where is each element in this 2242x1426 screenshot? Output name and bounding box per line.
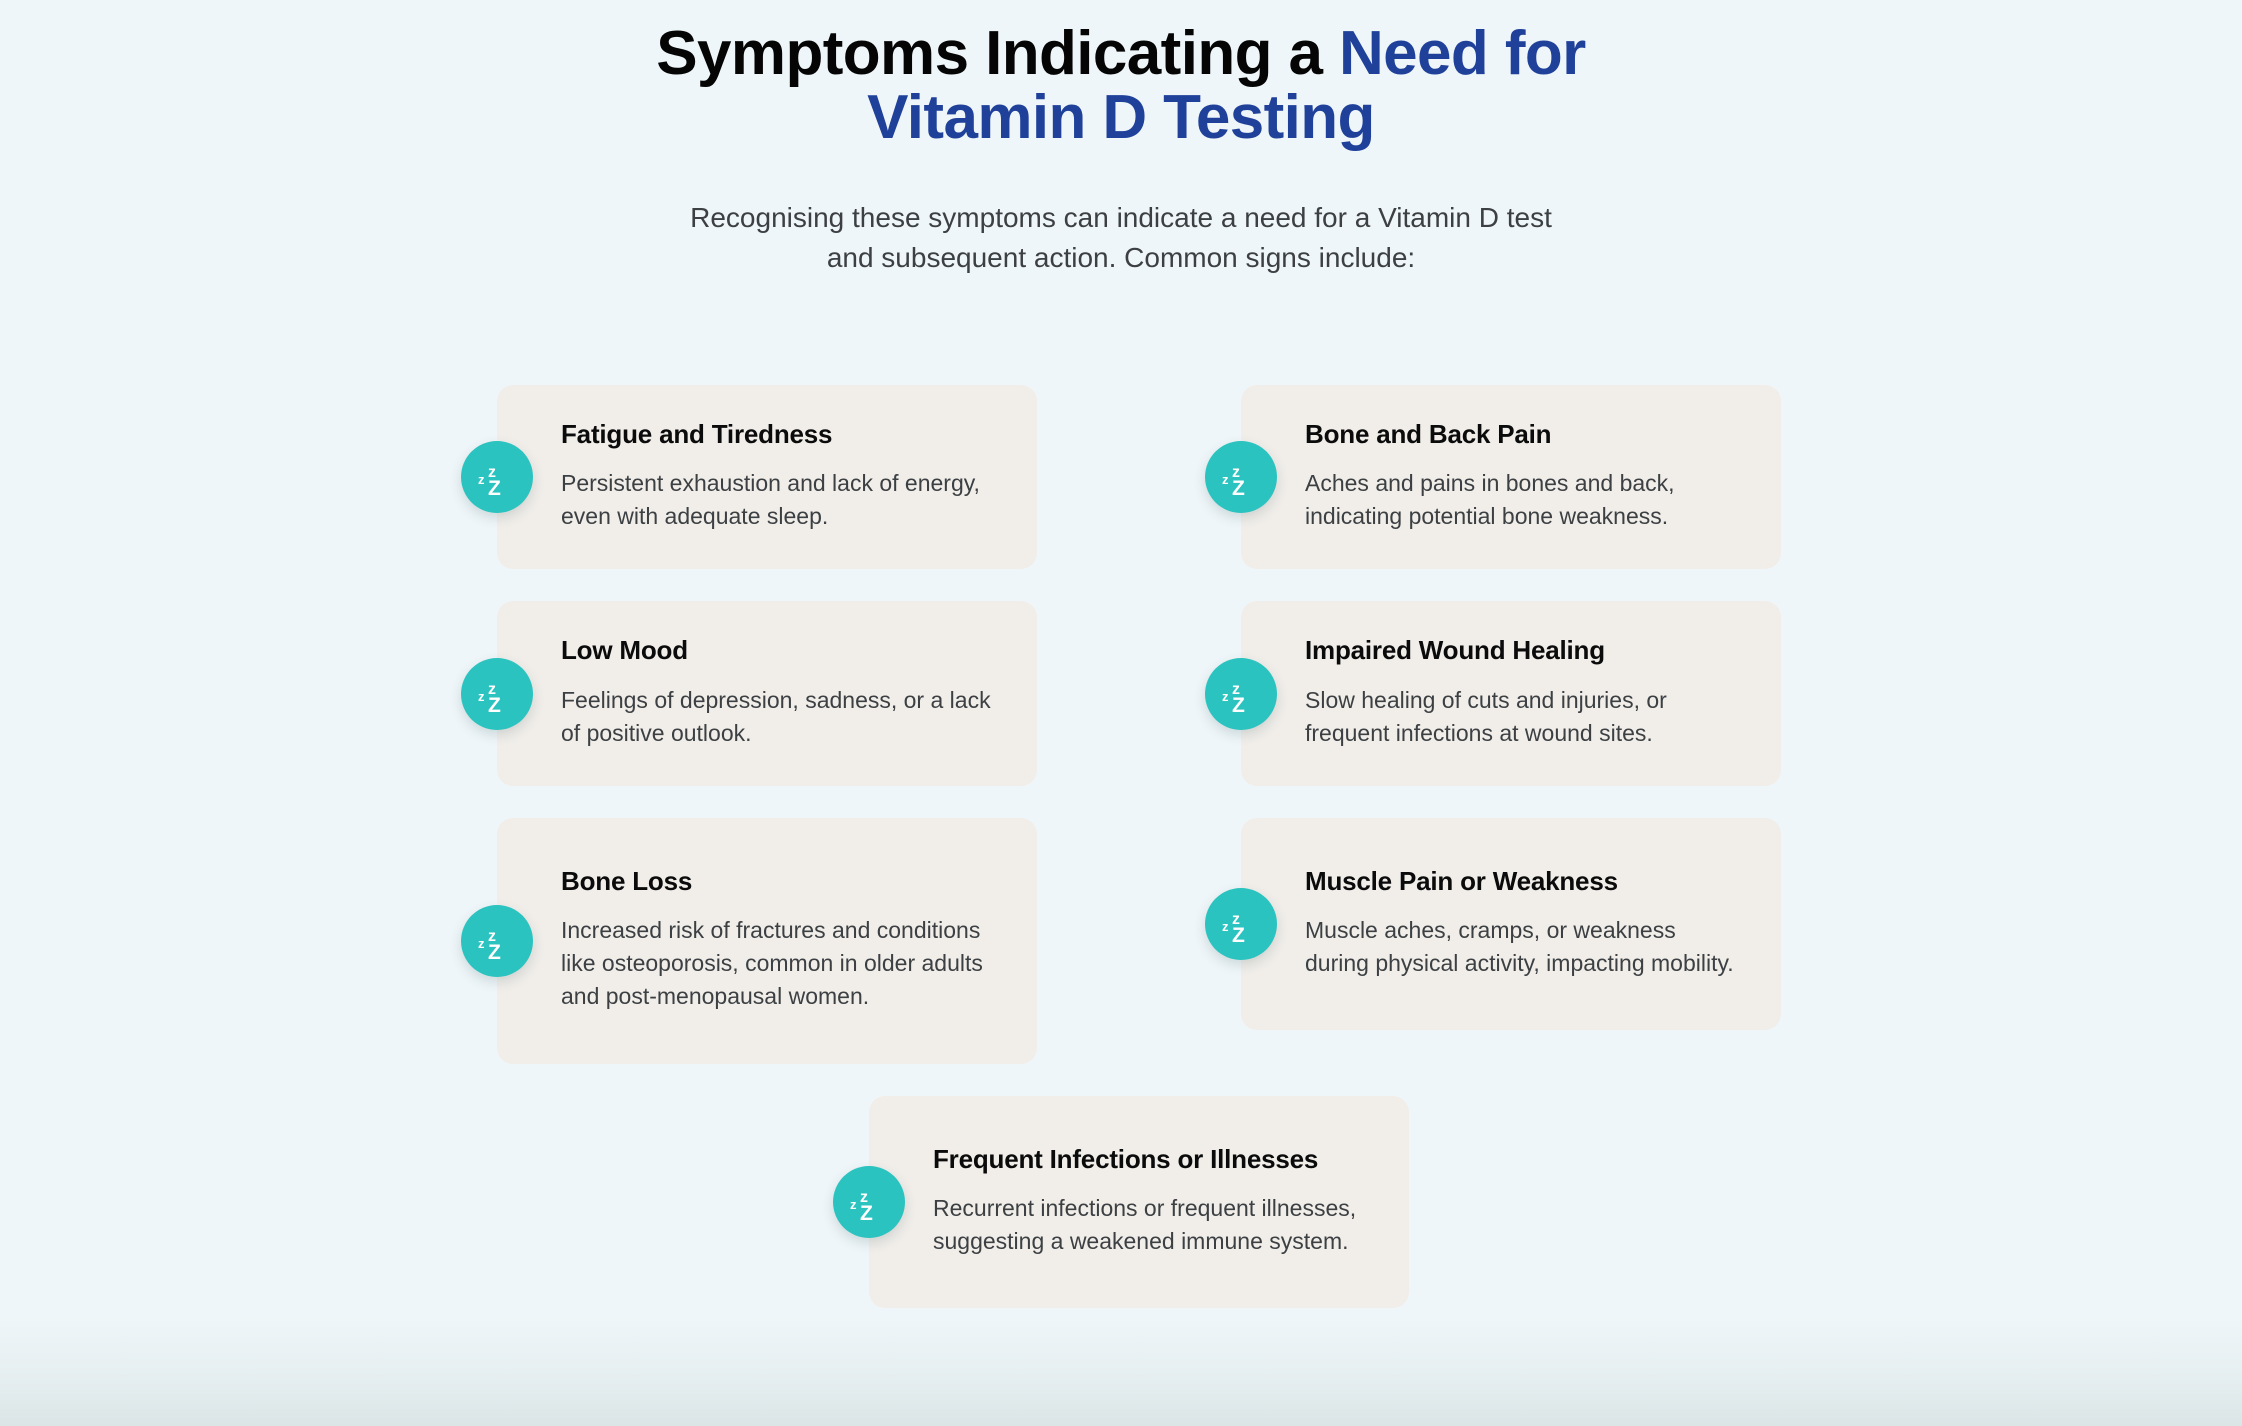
- card-row-1: z z Z Fatigue and Tiredness Persistent e…: [461, 384, 1781, 570]
- zzz-glyph: z z Z: [477, 457, 517, 501]
- bottom-gradient-fade: [0, 1316, 2242, 1426]
- card-title: Low Mood: [561, 635, 688, 666]
- zzz-z-mid: z: [1232, 680, 1240, 698]
- page-subtitle: Recognising these symptoms can indicate …: [641, 198, 1601, 279]
- zzz-z-big: Z: [488, 940, 501, 964]
- zzz-glyph: z z Z: [849, 1182, 889, 1225]
- card-description: Aches and pains in bones and back, indic…: [1305, 470, 1675, 530]
- card-description: Slow healing of cuts and injuries, or fr…: [1305, 686, 1667, 746]
- zzz-glyph: z z Z: [1221, 674, 1261, 717]
- zzz-glyph: z z Z: [1221, 457, 1261, 501]
- zzz-z-small: z: [478, 935, 485, 951]
- zzz-glyph: z z Z: [477, 921, 517, 964]
- zzz-z-mid: z: [488, 927, 496, 945]
- zzz-z-big: Z: [1232, 693, 1245, 717]
- zzz-glyph: z z Z: [1221, 904, 1261, 947]
- card-description: Muscle aches, cramps, or weakness during…: [1305, 916, 1734, 976]
- zzz-z-small: z: [478, 688, 485, 704]
- zzz-z-small: z: [478, 472, 485, 488]
- card-title: Fatigue and Tiredness: [561, 418, 833, 449]
- zzz-z-big: Z: [488, 477, 501, 501]
- zzz-sleep-icon: z z Z: [1205, 887, 1277, 960]
- zzz-z-big: Z: [1232, 477, 1245, 501]
- symptom-card-bone-loss[interactable]: z z Z Bone Loss Increased risk of fractu…: [461, 817, 1037, 1064]
- zzz-z-mid: z: [488, 680, 496, 698]
- card-row-4: z z Z Frequent Infections or Illnesses R…: [461, 1095, 1781, 1308]
- card-body: Low Mood Feelings of depression, sadness…: [497, 601, 1037, 786]
- symptom-card-muscle-pain-or-weakness[interactable]: z z Z Muscle Pain or Weakness Muscle ach…: [1205, 817, 1781, 1030]
- symptom-card-low-mood[interactable]: z z Z Low Mood Feelings of depression, s…: [461, 601, 1037, 786]
- zzz-z-mid: z: [1232, 464, 1240, 482]
- card-body: Muscle Pain or Weakness Muscle aches, cr…: [1241, 817, 1781, 1030]
- card-body: Impaired Wound Healing Slow healing of c…: [1241, 601, 1781, 786]
- card-title: Bone and Back Pain: [1305, 418, 1552, 449]
- symptom-card-frequent-infections-or-illnesses[interactable]: z z Z Frequent Infections or Illnesses R…: [833, 1095, 1409, 1308]
- zzz-z-big: Z: [860, 1201, 873, 1225]
- card-body: Fatigue and Tiredness Persistent exhaust…: [497, 384, 1037, 570]
- zzz-sleep-icon: z z Z: [461, 441, 533, 514]
- card-title: Muscle Pain or Weakness: [1305, 865, 1618, 896]
- zzz-sleep-icon: z z Z: [461, 904, 533, 977]
- card-title: Frequent Infections or Illnesses: [933, 1143, 1319, 1174]
- card-description: Feelings of depression, sadness, or a la…: [561, 686, 991, 746]
- zzz-sleep-icon: z z Z: [1205, 441, 1277, 514]
- page-title-accent-line1: Need for: [1339, 19, 1586, 88]
- symptom-card-impaired-wound-healing[interactable]: z z Z Impaired Wound Healing Slow healin…: [1205, 601, 1781, 786]
- zzz-glyph: z z Z: [477, 674, 517, 717]
- card-row-3: z z Z Bone Loss Increased risk of fractu…: [461, 817, 1781, 1064]
- symptom-card-fatigue-and-tiredness[interactable]: z z Z Fatigue and Tiredness Persistent e…: [461, 384, 1037, 570]
- zzz-z-mid: z: [1232, 910, 1240, 928]
- zzz-z-small: z: [850, 1196, 857, 1212]
- card-row-2: z z Z Low Mood Feelings of depression, s…: [461, 601, 1781, 786]
- zzz-z-mid: z: [860, 1188, 868, 1206]
- zzz-z-small: z: [1222, 472, 1229, 488]
- card-title: Bone Loss: [561, 865, 693, 896]
- zzz-sleep-icon: z z Z: [1205, 657, 1277, 730]
- card-description: Persistent exhaustion and lack of energy…: [561, 470, 980, 530]
- card-body: Bone Loss Increased risk of fractures an…: [497, 817, 1037, 1064]
- zzz-z-big: Z: [1232, 923, 1245, 947]
- card-body: Frequent Infections or Illnesses Recurre…: [869, 1095, 1409, 1308]
- page-title-plain: Symptoms Indicating a: [656, 19, 1339, 88]
- page-subtitle-line-1: Recognising these symptoms can indicate …: [690, 201, 1552, 233]
- symptom-card-grid: z z Z Fatigue and Tiredness Persistent e…: [461, 384, 1781, 1308]
- zzz-z-mid: z: [488, 464, 496, 482]
- symptom-card-bone-and-back-pain[interactable]: z z Z Bone and Back Pain Aches and pains…: [1205, 384, 1781, 570]
- zzz-z-small: z: [1222, 918, 1229, 934]
- card-description: Increased risk of fractures and conditio…: [561, 917, 983, 1010]
- zzz-z-big: Z: [488, 693, 501, 717]
- card-body: Bone and Back Pain Aches and pains in bo…: [1241, 384, 1781, 570]
- page-title-accent-line2: Vitamin D Testing: [867, 82, 1375, 152]
- card-description: Recurrent infections or frequent illness…: [933, 1194, 1357, 1254]
- zzz-sleep-icon: z z Z: [461, 657, 533, 730]
- zzz-sleep-icon: z z Z: [833, 1165, 905, 1238]
- page-subtitle-line-2: and subsequent action. Common signs incl…: [826, 242, 1416, 274]
- zzz-z-small: z: [1222, 688, 1229, 704]
- card-title: Impaired Wound Healing: [1305, 635, 1605, 666]
